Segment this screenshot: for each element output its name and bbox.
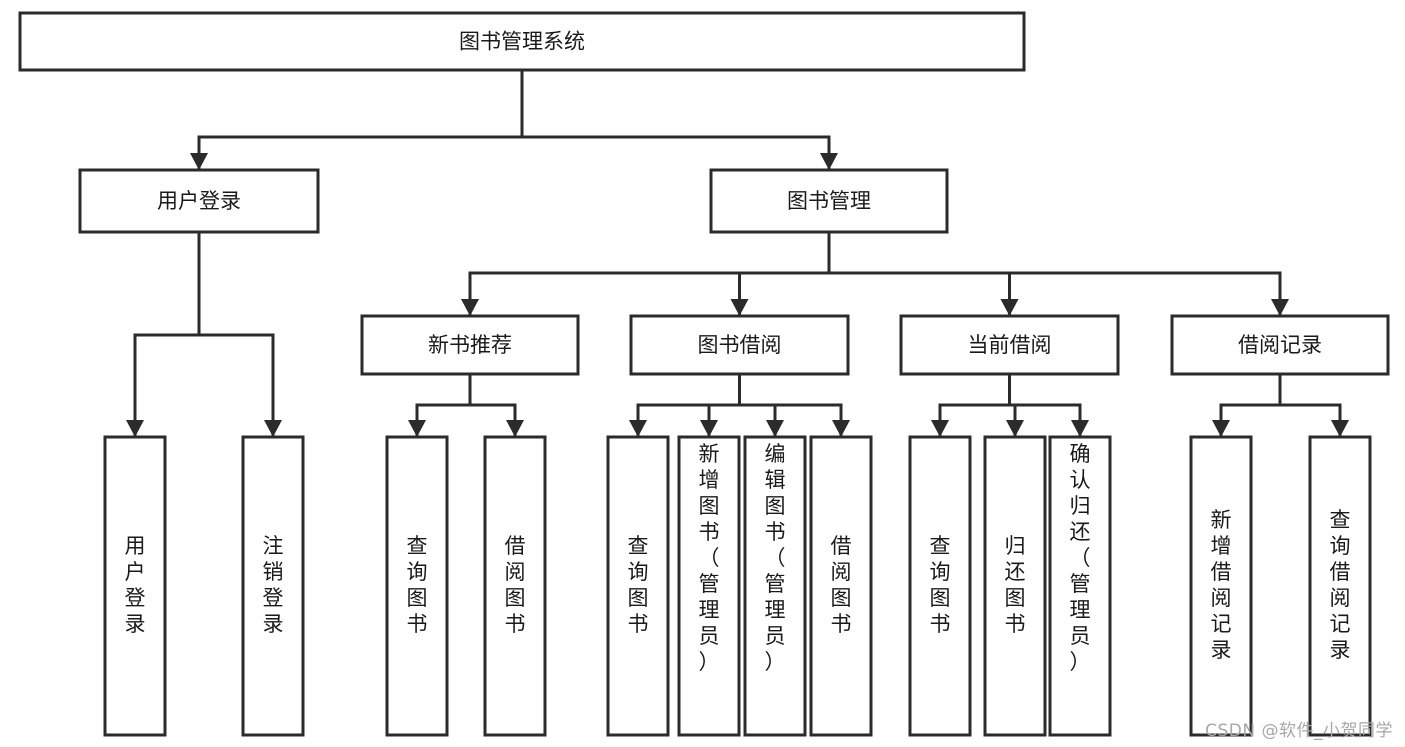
node-box [360,314,580,376]
node-box [629,314,850,376]
node-label: 编辑图书（管理员） [765,442,786,674]
node-user-login[interactable]: 用户登录 [78,168,320,234]
node-box [983,435,1047,737]
arrow-head-icon [1331,420,1349,437]
node-label: 注销登录 [263,534,284,636]
arrow-head-icon [408,420,426,437]
node-layer: 图书管理系统用户登录图书管理新书推荐图书借阅当前借阅借阅记录用户登录注销登录查询… [18,11,1390,737]
node-leaf-query-book-2[interactable]: 查询图书 [606,435,670,737]
node-box [899,314,1120,376]
arrow-head-icon [766,420,784,437]
arrow-head-icon [190,153,208,170]
arrow-head-icon [931,420,949,437]
arrow-head-icon [1006,420,1024,437]
node-new-book-rec[interactable]: 新书推荐 [360,314,580,376]
node-label: 图书管理系统 [459,30,585,54]
arrow-head-icon [264,420,282,437]
node-book-manage[interactable]: 图书管理 [709,168,949,234]
node-box [1170,314,1390,376]
arrow-head-icon [730,299,749,316]
node-label: 归还图书 [1005,534,1026,636]
node-leaf-return-book[interactable]: 归还图书 [983,435,1047,737]
node-label: 用户登录 [157,189,241,213]
node-label: 确认归还（管理员） [1070,442,1091,674]
node-label: 图书借阅 [698,333,782,357]
arrow-head-icon [461,299,479,316]
node-box [385,435,449,737]
node-box [103,435,167,737]
node-leaf-edit-book[interactable]: 编辑图书（管理员） [743,435,807,737]
node-box [18,11,1026,72]
node-label: 借阅图书 [505,534,526,636]
node-leaf-query-book-3[interactable]: 查询图书 [908,435,972,737]
node-box [483,435,547,737]
node-box [709,168,949,234]
node-leaf-borrow-book-1[interactable]: 借阅图书 [483,435,547,737]
node-leaf-add-book[interactable]: 新增图书（管理员） [677,435,741,737]
node-label: 查询图书 [930,534,951,636]
node-label: 当前借阅 [968,333,1052,357]
node-leaf-query-book-1[interactable]: 查询图书 [385,435,449,737]
node-label: 借阅图书 [831,534,852,636]
node-label: 新增借阅记录 [1211,508,1232,662]
arrow-head-icon [506,420,524,437]
node-undefined[interactable]: 图书管理系统 [18,11,1026,72]
node-label: 新增图书（管理员） [699,442,720,674]
node-label: 用户登录 [125,534,146,636]
node-book-borrow[interactable]: 图书借阅 [629,314,850,376]
node-leaf-user-login[interactable]: 用户登录 [103,435,167,737]
arrow-head-icon [700,420,718,437]
node-box [78,168,320,234]
node-label: 查询图书 [628,534,649,636]
node-label: 查询图书 [407,534,428,636]
node-box [1189,435,1253,737]
node-box [606,435,670,737]
connector-layer [126,68,1349,437]
node-box [677,435,741,737]
arrow-head-icon [629,420,647,437]
node-leaf-add-record[interactable]: 新增借阅记录 [1189,435,1253,737]
arrow-head-icon [1071,420,1089,437]
arrow-head-icon [1000,299,1019,316]
node-label: 新书推荐 [428,333,512,357]
arrow-head-icon [820,153,838,170]
node-box [809,435,873,737]
node-leaf-logout[interactable]: 注销登录 [241,435,305,737]
node-label: 查询借阅记录 [1330,508,1351,662]
arrow-head-icon [832,420,850,437]
arrow-head-icon [126,420,144,437]
arrow-head-icon [1212,420,1230,437]
node-borrow-record[interactable]: 借阅记录 [1170,314,1390,376]
node-box [1308,435,1372,737]
node-box [743,435,807,737]
node-label: 借阅记录 [1238,333,1322,357]
node-box [241,435,305,737]
node-box [1048,435,1112,737]
node-leaf-query-record[interactable]: 查询借阅记录 [1308,435,1372,737]
node-leaf-borrow-book-2[interactable]: 借阅图书 [809,435,873,737]
node-box [908,435,972,737]
node-leaf-confirm-return[interactable]: 确认归还（管理员） [1048,435,1112,737]
arrow-head-icon [1271,299,1289,316]
node-current-borrow[interactable]: 当前借阅 [899,314,1120,376]
node-label: 图书管理 [787,189,871,213]
